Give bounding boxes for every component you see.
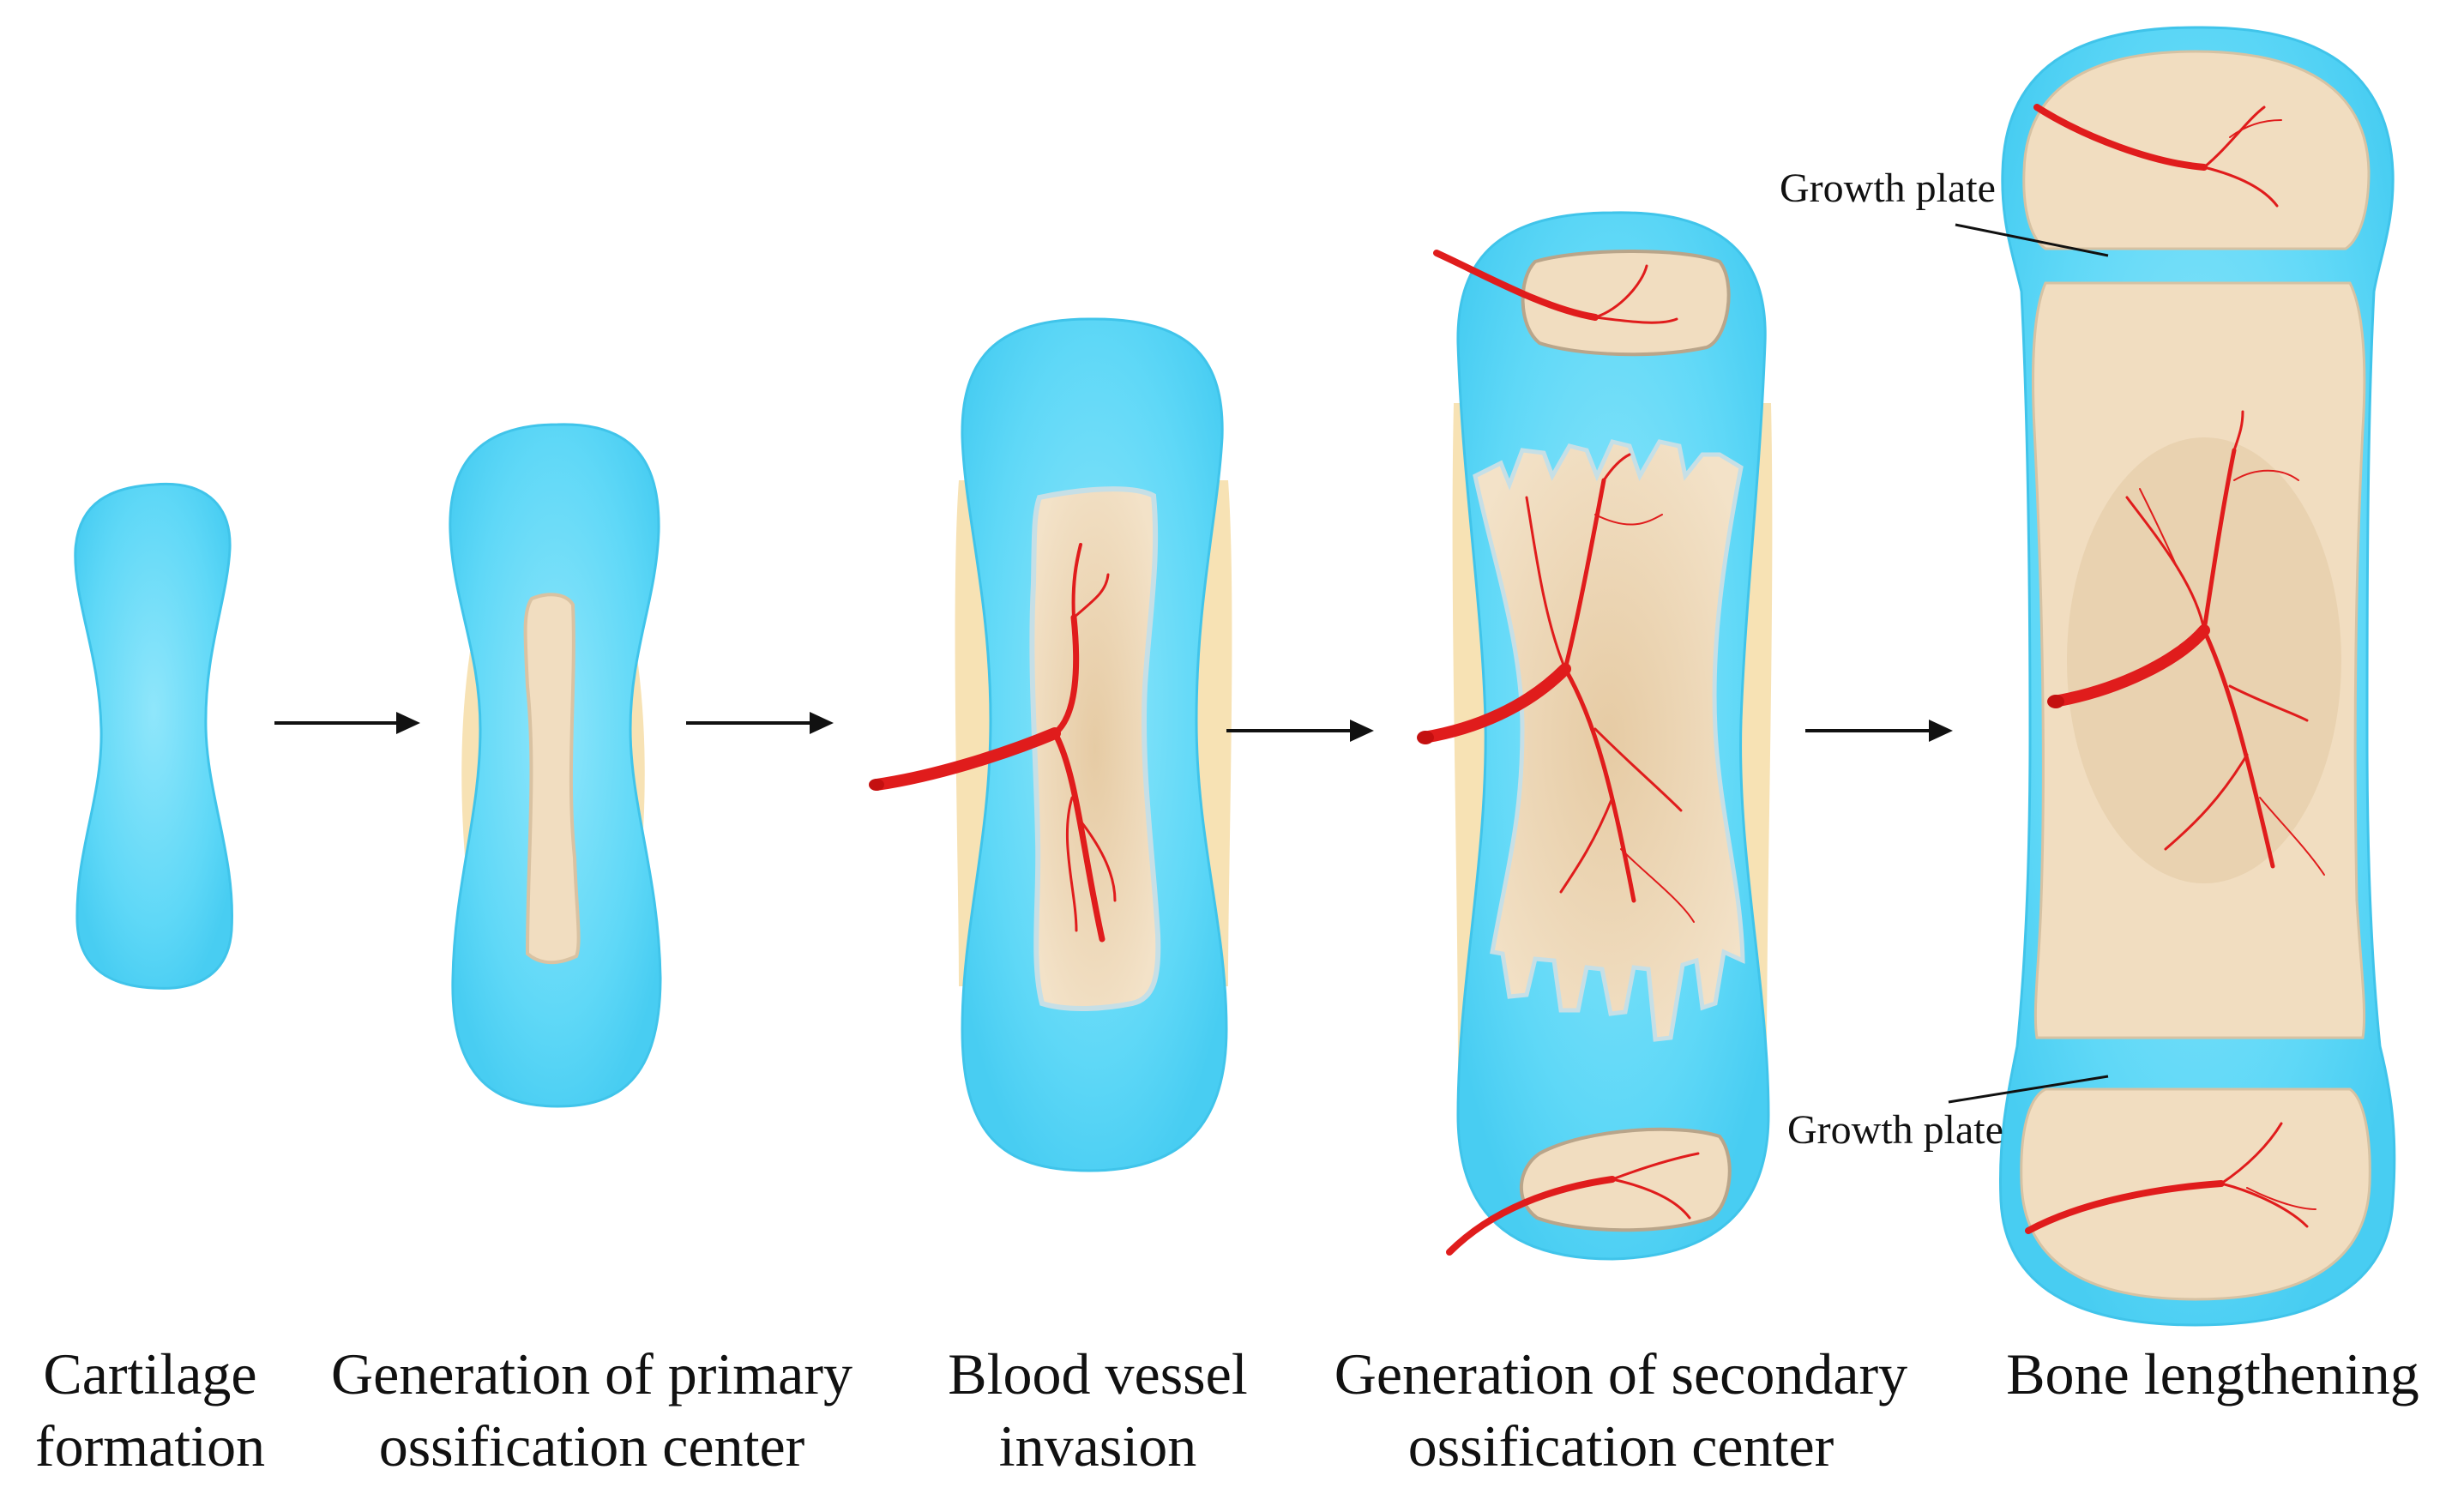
cartilage-model bbox=[74, 482, 234, 990]
stage-secondary-illustration bbox=[1417, 211, 1773, 1261]
caption-line: formation bbox=[34, 1413, 266, 1479]
growth-plate-label-bottom: Growth plate bbox=[1787, 1107, 2003, 1153]
vessel-end bbox=[2047, 695, 2064, 708]
caption-line: invasion bbox=[998, 1413, 1197, 1479]
primary-ossification-center bbox=[523, 593, 581, 965]
caption-line: Generation of secondary bbox=[1334, 1341, 1908, 1407]
caption-cartilage-formation: Cartilage formation bbox=[9, 1338, 292, 1482]
caption-secondary-ossification: Generation of secondary ossification cen… bbox=[1312, 1338, 1930, 1482]
caption-line: ossification center bbox=[1407, 1413, 1834, 1479]
growth-plate-top-leader bbox=[1955, 223, 2109, 257]
secondary-ossification-center-top bbox=[1521, 250, 1731, 357]
blood-vessels bbox=[1418, 250, 1700, 1256]
caption-line: Blood vessel bbox=[948, 1341, 1248, 1407]
stage-cartilage-illustration bbox=[74, 482, 234, 990]
caption-line: Generation of primary bbox=[331, 1341, 852, 1407]
invading-blood-vessel bbox=[871, 543, 1117, 943]
stage-lengthening-illustration bbox=[1948, 26, 2396, 1327]
caption-bone-lengthening: Bone lengthening bbox=[1973, 1338, 2453, 1410]
vessel-end bbox=[869, 779, 884, 791]
arrow-4 bbox=[1805, 720, 1953, 742]
marrow-shading bbox=[2067, 437, 2341, 883]
vessel-end bbox=[1417, 731, 1434, 744]
epiphysis-bottom bbox=[2020, 1087, 2371, 1301]
epiphysis-top bbox=[2022, 50, 2371, 250]
growth-plate-bottom-leader bbox=[1948, 1075, 2109, 1104]
caption-primary-ossification: Generation of primary ossification cente… bbox=[309, 1338, 875, 1482]
blood-vessels bbox=[2025, 104, 2325, 1234]
arrow-3 bbox=[1226, 720, 1374, 742]
caption-line: ossification center bbox=[378, 1413, 805, 1479]
stage-vessel-illustration bbox=[869, 317, 1232, 1172]
arrow-2 bbox=[686, 712, 834, 734]
bone-marrow-cavity bbox=[1029, 486, 1161, 1011]
growth-plate-label-top: Growth plate bbox=[1780, 166, 1996, 211]
caption-line: Bone lengthening bbox=[2006, 1341, 2419, 1407]
stage-primary-illustration bbox=[449, 423, 662, 1108]
caption-line: Cartilage bbox=[43, 1341, 257, 1407]
caption-blood-vessel-invasion: Blood vessel invasion bbox=[926, 1338, 1269, 1482]
arrow-1 bbox=[274, 712, 420, 734]
